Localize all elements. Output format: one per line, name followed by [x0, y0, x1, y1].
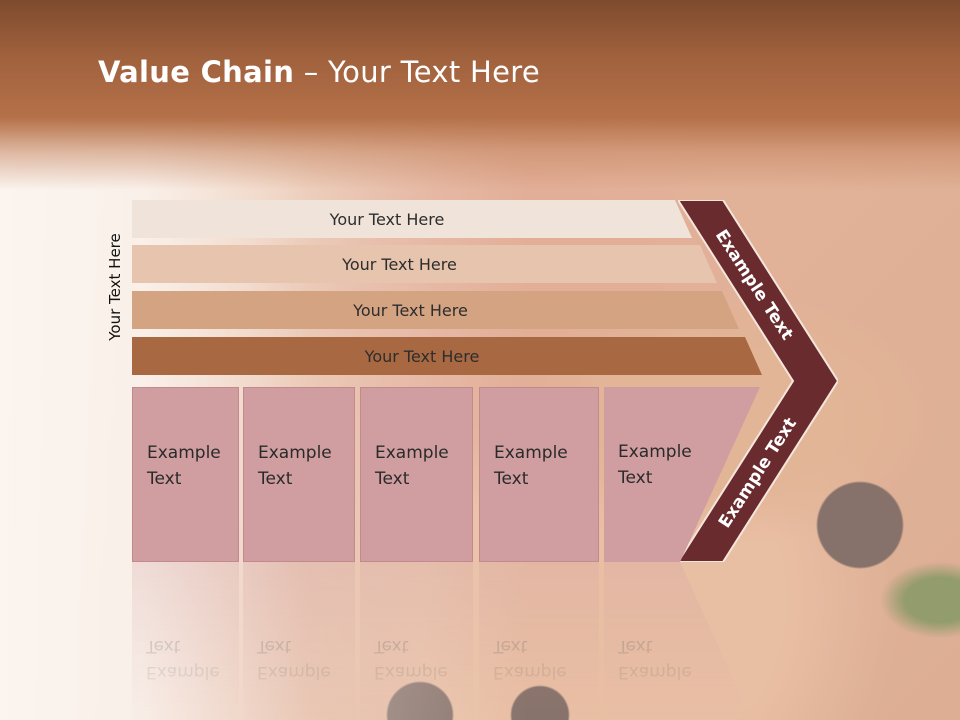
value-band-4-label: Your Text Here: [364, 346, 480, 366]
activity-cell-1-label: Example Text: [147, 443, 221, 489]
activity-cell-1: Example Text: [132, 387, 239, 562]
slide-title-rest: – Your Text Here: [294, 55, 540, 89]
activity-cell-3: Example Text: [360, 387, 473, 562]
vertical-side-label: Your Text Here: [106, 233, 124, 341]
header-bar: [0, 0, 960, 190]
value-band-3-label: Your Text Here: [353, 300, 468, 320]
slide-title: Value Chain – Your Text Here: [98, 55, 540, 89]
slide-title-bold: Value Chain: [98, 55, 295, 89]
activity-cell-4-label: Example Text: [494, 443, 568, 489]
activity-cell-4: Example Text: [479, 387, 599, 562]
value-band-2-label: Your Text Here: [342, 254, 457, 274]
activity-cell-2-label: Example Text: [258, 443, 332, 489]
value-band-4: Your Text Here: [132, 337, 762, 375]
value-band-1-label: Your Text Here: [329, 209, 445, 229]
activity-cell-5-label: Example Text: [618, 442, 692, 488]
value-band-2: Your Text Here: [132, 245, 717, 283]
chevron-arrow: [678, 200, 838, 562]
activity-cell-2: Example Text: [243, 387, 355, 562]
value-band-1: Your Text Here: [132, 200, 692, 238]
chevron-shape: [678, 200, 838, 562]
value-band-3: Your Text Here: [132, 291, 739, 329]
activity-cell-3-label: Example Text: [375, 443, 449, 489]
